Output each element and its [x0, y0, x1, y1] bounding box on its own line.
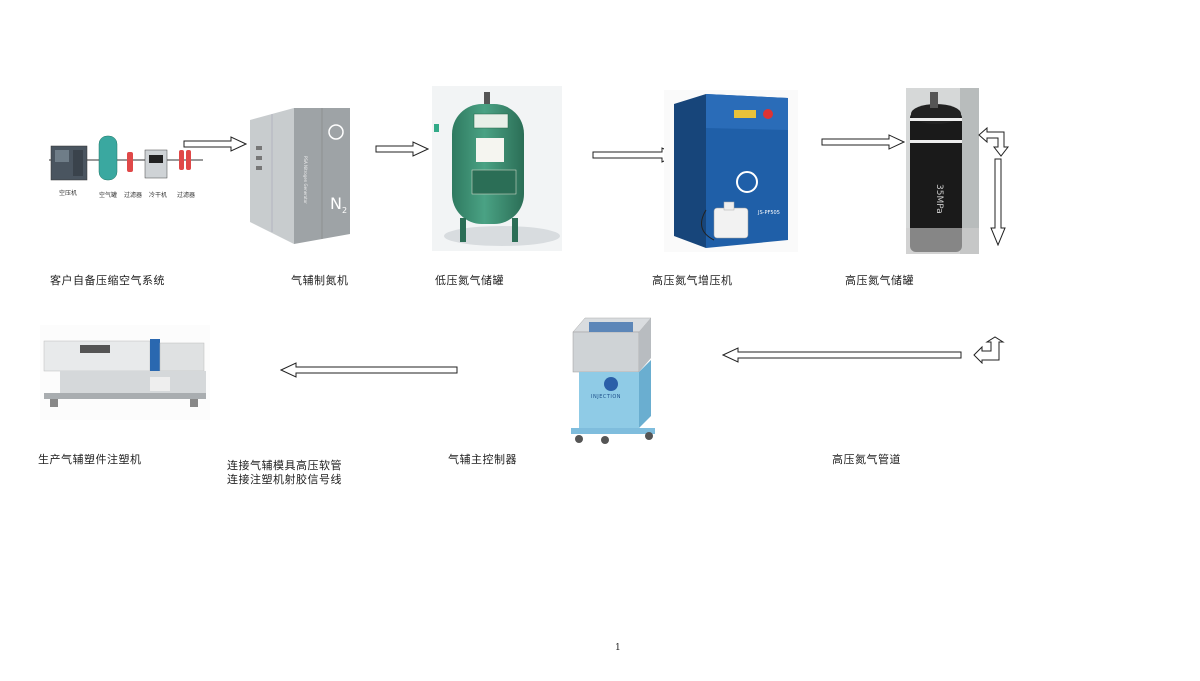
nitrogen-mark-sub: 2: [341, 206, 348, 216]
high-pressure-tank: 35MPa: [906, 88, 979, 254]
flow-arrow-4: [821, 134, 905, 150]
label-hose-line1: 连接气辅模具高压软管: [227, 459, 342, 472]
flow-arrow-1: [183, 136, 247, 152]
label-nitrogen-generator: 气辅制氮机: [291, 274, 349, 287]
nitrogen-generator-side-text: PSA Nitrogen Generator: [303, 156, 308, 204]
label-controller: 气辅主控制器: [448, 453, 517, 466]
high-pressure-cylinder-illustration: [906, 88, 979, 254]
label-pipeline: 高压氮气管道: [832, 453, 901, 466]
flow-arrow-pipeline: [722, 347, 962, 363]
injection-machine-illustration: [40, 325, 210, 420]
air-system-illustration: [49, 135, 203, 181]
nitrogen-mark: N2: [330, 194, 347, 215]
booster-illustration: [664, 90, 798, 252]
label-high-pressure-tank: 高压氮气储罐: [845, 274, 914, 287]
booster-compressor: JS-PF505: [664, 90, 798, 252]
label-air-system: 客户自备压缩空气系统: [50, 274, 165, 287]
label-booster: 高压氮气增压机: [652, 274, 733, 287]
main-controller: INJECTION: [565, 314, 661, 446]
air-part-label-compressor: 空压机: [59, 190, 78, 197]
label-hose-line2: 连接注塑机射胶信号线: [227, 473, 342, 486]
page-number: 1: [615, 643, 621, 653]
air-system-group: 空压机 空气罐 过滤器 冷干机 过滤器: [45, 128, 205, 203]
cylinder-text: 35MPa: [934, 184, 944, 214]
label-injection-machine: 生产气辅塑件注塑机: [38, 453, 142, 466]
air-part-label-tank: 空气罐: [99, 192, 118, 199]
flow-arrow-hose: [280, 362, 458, 378]
flow-arrow-down: [990, 158, 1006, 246]
flow-arrow-corner-mid: [973, 336, 1005, 364]
injection-molding-machine: [40, 325, 210, 420]
nitrogen-generator-illustration: [250, 108, 350, 244]
low-pressure-tank-illustration: [432, 86, 562, 251]
label-low-pressure-tank: 低压氮气储罐: [435, 274, 504, 287]
air-part-label-filter-2: 过滤器: [177, 192, 196, 199]
controller-brand: INJECTION: [591, 394, 622, 400]
controller-illustration: [571, 317, 655, 444]
air-part-label-filter-1: 过滤器: [124, 192, 143, 199]
low-pressure-tank: [432, 86, 562, 251]
flow-arrow-corner-top: [978, 127, 1010, 157]
nitrogen-mark-letter: N: [330, 194, 342, 213]
booster-model-text: JS-PF505: [758, 210, 780, 216]
nitrogen-generator: PSA Nitrogen Generator N2: [250, 106, 352, 246]
flow-arrow-2: [375, 141, 429, 157]
air-part-label-dryer: 冷干机: [149, 192, 168, 199]
